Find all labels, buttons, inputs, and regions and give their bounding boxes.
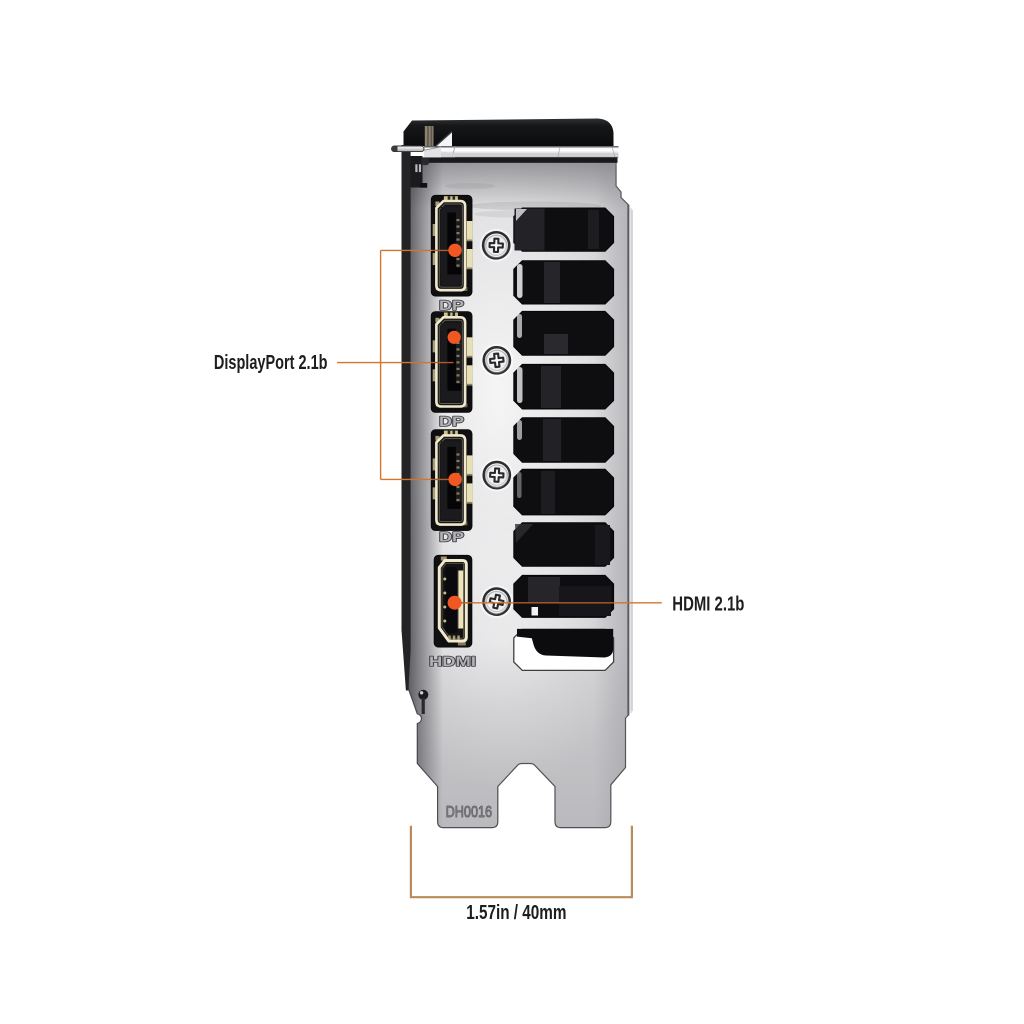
svg-text:DH0016: DH0016	[446, 804, 493, 821]
svg-text:DP: DP	[439, 530, 464, 545]
svg-text:DP: DP	[439, 298, 464, 313]
svg-text:DP: DP	[439, 415, 464, 430]
svg-text:HDMI 2.1b: HDMI 2.1b	[672, 593, 744, 615]
svg-text:DP: DP	[439, 414, 464, 429]
svg-text:DisplayPort 2.1b: DisplayPort 2.1b	[214, 352, 328, 374]
svg-text:DP: DP	[439, 299, 464, 314]
svg-text:HDMI: HDMI	[429, 655, 476, 670]
svg-text:1.57in / 40mm: 1.57in / 40mm	[466, 902, 566, 924]
svg-text:DP: DP	[439, 530, 464, 545]
svg-text:HDMI: HDMI	[429, 654, 476, 669]
